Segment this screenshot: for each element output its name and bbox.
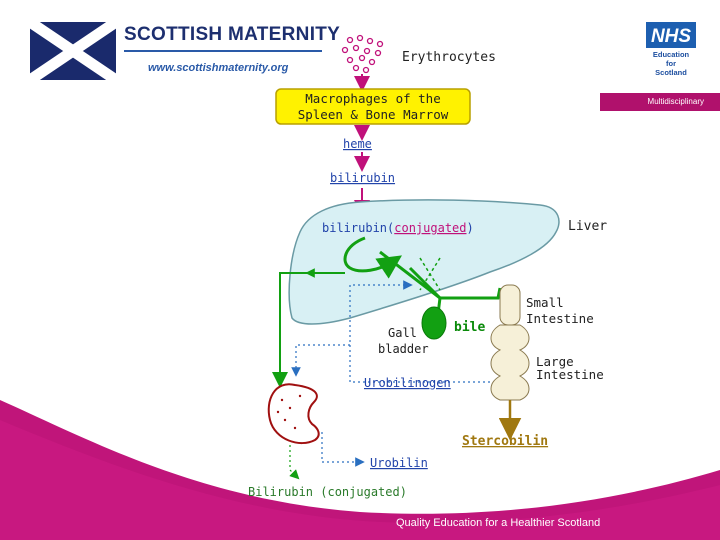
gall-bladder-shape — [421, 306, 447, 340]
large-intestine-line2: Intestine — [536, 367, 604, 382]
urobilin-label: Urobilin — [370, 456, 428, 470]
erythrocytes-label: Erythrocytes — [402, 50, 496, 65]
heme-label: heme — [343, 137, 372, 151]
arrow-liver-to-kidney — [272, 272, 345, 388]
small-intestine-line1: Small — [526, 295, 564, 310]
liver-shape — [288, 199, 560, 325]
kidney-icon — [267, 383, 320, 445]
urobilinogen-label: Urobilinogen — [364, 376, 451, 390]
conjugated-word: conjugated — [394, 221, 466, 235]
footer-tagline: Quality Education for a Healthier Scotla… — [396, 517, 601, 529]
gall-bladder-line1: Gall — [388, 326, 417, 340]
urobilinogen-to-kidney — [291, 344, 350, 377]
large-intestine-line1: Large — [536, 354, 574, 369]
bilirubin-label: bilirubin — [330, 171, 395, 185]
erythrocytes-icon — [341, 34, 384, 74]
logo-title: SCOTTISH MATERNITY — [124, 24, 341, 45]
logo-underline — [124, 50, 322, 52]
nhs-subtitle: Education for Scotland — [652, 50, 690, 77]
bilirubin-conjugated-urine: Bilirubin (conjugated) — [248, 485, 407, 499]
nhs-logo-icon: NHS — [646, 22, 696, 48]
nhs-logo-label: NHS — [651, 26, 691, 47]
bilirubin-conj-suffix: ) — [467, 221, 474, 235]
small-intestine-line2: Intestine — [526, 311, 594, 326]
intestine-shape — [490, 284, 530, 401]
bilirubin-conj-prefix: bilirubin( — [322, 221, 394, 235]
macrophages-line2: Spleen & Bone Marrow — [298, 107, 449, 122]
kidney-to-urobilin — [321, 432, 365, 467]
stercobilin-label: Stercobilin — [462, 434, 548, 449]
gall-bladder-line2: bladder — [378, 342, 429, 356]
macrophages-line1: Macrophages of the — [305, 91, 440, 106]
urobilinogen-return-to-liver — [349, 280, 490, 383]
bile-label: bile — [454, 320, 485, 335]
macrophages-box — [275, 88, 471, 125]
bilirubin-conjugated-liver: bilirubin(conjugated) — [322, 221, 474, 235]
multidisciplinary-badge: Multidisciplinary — [600, 93, 720, 111]
saltire-flag-icon — [30, 22, 116, 80]
kidney-to-bilirubin-urine — [289, 445, 300, 480]
bile-ducts — [343, 236, 502, 315]
liver-label: Liver — [568, 219, 607, 234]
logo-url[interactable]: www.scottishmaternity.org — [148, 62, 289, 74]
green-dotted-shunt-2 — [419, 257, 441, 291]
